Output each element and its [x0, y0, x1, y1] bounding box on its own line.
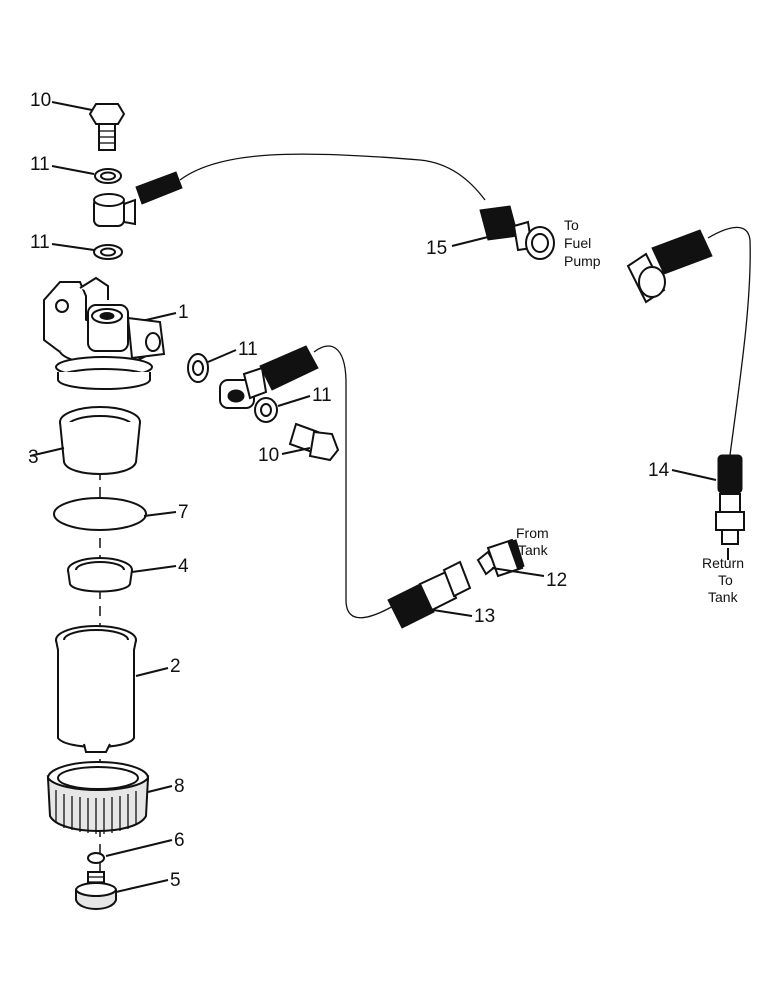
callout-7: 7 [178, 502, 189, 523]
svg-text:To: To [718, 572, 733, 588]
callout-11-c: 11 [238, 339, 258, 360]
tank-line-sleeve [387, 560, 472, 629]
callout-13: 13 [474, 606, 495, 627]
svg-text:Tank: Tank [708, 589, 739, 605]
drain-plug [75, 871, 117, 910]
callout-11-a: 11 [30, 154, 50, 175]
callout-5: 5 [170, 870, 181, 891]
fuel-pipe-from-tank [313, 345, 396, 619]
washer-upper-2 [93, 244, 123, 260]
callout-3: 3 [28, 447, 39, 468]
callout-1: 1 [178, 302, 189, 323]
pump-fitting [479, 205, 555, 260]
return-pipe [707, 226, 751, 456]
knurled-nut [46, 761, 150, 834]
return-sleeve [715, 454, 745, 545]
banjo-bolt-mid [288, 422, 340, 462]
svg-text:Return: Return [702, 555, 744, 571]
callout-numbers: 10 11 11 1 11 11 10 3 7 4 2 8 6 5 15 14 … [28, 90, 670, 891]
callout-2: 2 [170, 656, 181, 677]
hose-sleeve-upper [135, 171, 183, 205]
filter-bowl-cup [59, 406, 141, 475]
callout-11-d: 11 [312, 385, 332, 406]
note-to-fuel-pump: To Fuel Pump [564, 217, 601, 269]
banjo-fitting-upper [93, 171, 183, 227]
return-fitting [626, 229, 713, 304]
fuel-pipe-to-pump [179, 153, 486, 201]
callout-14: 14 [648, 460, 670, 481]
hose-sleeve-mid [259, 345, 319, 391]
callout-12: 12 [546, 570, 567, 591]
filter-element [55, 625, 137, 753]
washer-upper-1 [94, 168, 122, 184]
tank-fitting [476, 538, 525, 578]
callout-4: 4 [178, 556, 189, 577]
callout-11-b: 11 [30, 232, 50, 253]
callout-8: 8 [174, 776, 185, 797]
retaining-ring [67, 557, 133, 593]
note-return-to-tank: Return To Tank [702, 555, 744, 605]
callout-6: 6 [174, 830, 185, 851]
svg-text:From: From [516, 525, 549, 541]
seal-ring [53, 497, 147, 531]
drain-washer [87, 852, 105, 864]
washer-mid-2 [254, 397, 278, 423]
callout-10-top: 10 [30, 90, 51, 111]
banjo-fitting-lower [219, 345, 319, 409]
svg-text:Tank: Tank [518, 542, 549, 558]
filter-head [43, 276, 166, 390]
svg-text:To: To [564, 217, 579, 233]
washer-mid-1 [187, 353, 209, 383]
note-from-tank: From Tank [516, 525, 549, 558]
leader-lines [29, 101, 729, 893]
banjo-bolt-top [88, 103, 126, 151]
svg-text:Pump: Pump [564, 253, 601, 269]
callout-15: 15 [426, 238, 447, 259]
svg-text:Fuel: Fuel [564, 235, 591, 251]
callout-10-mid: 10 [258, 445, 279, 466]
